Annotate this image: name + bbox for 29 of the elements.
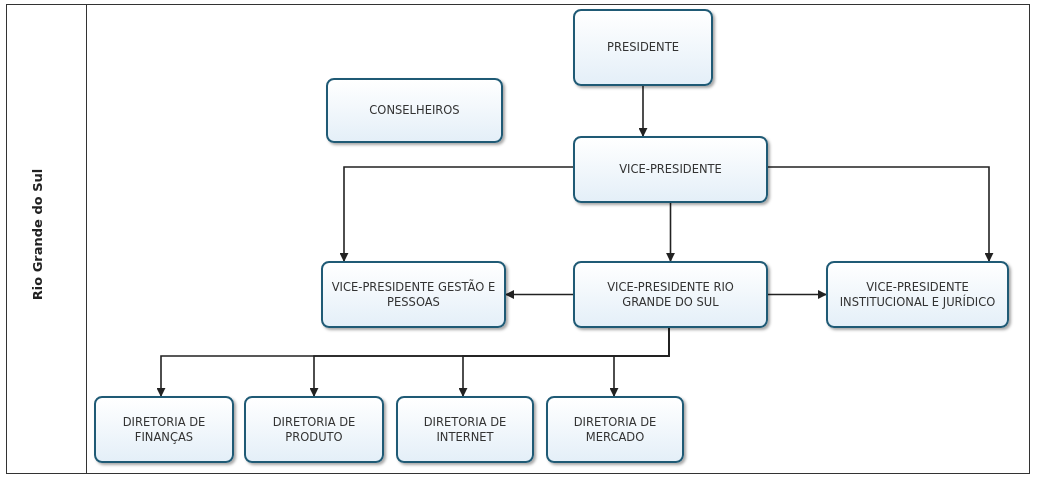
org-box [546,396,684,463]
org-box [396,396,534,463]
org-box [573,136,768,203]
arrow [666,202,675,262]
arrow [609,327,670,397]
lane-label: Rio Grande do Sul [29,167,45,303]
box-label: PRESIDENTE [607,40,679,55]
org-box [573,261,768,328]
org-box [244,396,384,463]
org-box [321,261,506,328]
box-label: VICE-PRESIDENTE INSTITUCIONAL E JURÍDICO [838,280,997,309]
org-box [573,9,713,86]
arrow [767,166,994,262]
box-label: DIRETORIA DE MERCADO [572,415,658,444]
arrow [339,166,574,262]
box-label: CONSELHEIROS [369,103,460,118]
box-label: VICE-PRESIDENTE GESTÃO E PESSOAS [331,280,496,309]
org-box [326,78,503,143]
org-box [94,396,234,463]
box-label: DIRETORIA DE PRODUTO [271,415,357,444]
box-label: VICE-PRESIDENTE [619,162,722,177]
box-label: VICE-PRESIDENTE RIO GRANDE DO SUL [606,280,735,309]
swimlane-pool [6,4,1030,474]
arrow [505,290,574,299]
arrow [638,85,648,137]
box-label: DIRETORIA DE FINANÇAS [121,415,207,444]
arrow [767,290,827,299]
box-label: DIRETORIA DE INTERNET [422,415,508,444]
org-box [826,261,1009,328]
